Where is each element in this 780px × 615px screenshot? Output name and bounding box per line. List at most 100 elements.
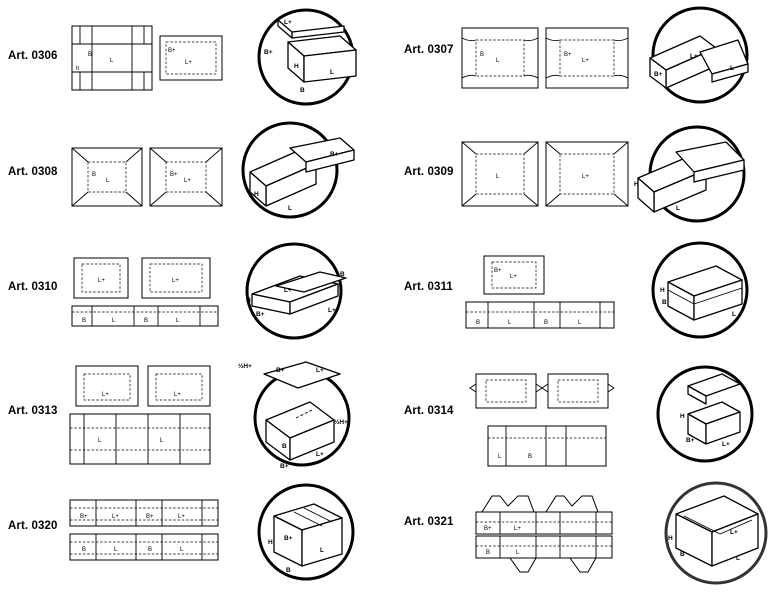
article-label-0307: Art. 0307 (404, 44, 454, 56)
assembled-box-0321: H B L+ L (668, 495, 759, 567)
dim-label: B+ (80, 514, 88, 520)
dim-label: B (148, 547, 152, 553)
dim-label: B (486, 550, 490, 556)
dim-label: L+ (514, 526, 521, 532)
article-label-0310: Art. 0310 (8, 281, 58, 293)
dim-label: H (660, 287, 665, 294)
dim-label: L (496, 174, 500, 180)
dim-label: L (578, 320, 582, 326)
dim-label: L (98, 438, 102, 444)
dim-label: B (286, 567, 291, 574)
die-cut-0310: L+ L+ B L B L (71, 257, 219, 327)
dim-label: L+ (178, 514, 185, 520)
assembled-box-0314: H B+ L+ (680, 373, 741, 448)
dim-label: B+ (168, 48, 176, 54)
dim-label: L+ (316, 451, 324, 458)
assembled-box-0311: H B L (660, 265, 743, 321)
dim-label: B (480, 52, 484, 58)
dim-label: H (680, 413, 685, 420)
dim-label: L (106, 178, 110, 184)
dim-label: L (508, 320, 512, 326)
dim-label: L+ (582, 58, 589, 64)
dim-label: L (330, 69, 334, 76)
dim-label: B (476, 320, 480, 326)
dim-label: L+ (174, 392, 181, 398)
dim-label: L (288, 205, 292, 212)
dim-label: h (76, 66, 79, 72)
dim-label: B+ (170, 172, 178, 178)
dim-label: B (82, 547, 86, 553)
dim-label: B+ (564, 52, 572, 58)
dim-label: ½H+ (238, 362, 252, 370)
dim-label: H (668, 535, 673, 542)
dim-label: L+ (582, 174, 589, 180)
dim-label: B (300, 87, 305, 94)
dim-label: B+ (494, 268, 502, 274)
dim-label: L+ (284, 19, 292, 26)
die-cut-0321: B+ L+ B L (475, 495, 613, 573)
dim-label: B (88, 52, 92, 58)
dim-label: B (82, 318, 86, 324)
dim-label: B+ (654, 71, 663, 78)
dim-label: B (528, 454, 532, 460)
dim-label: L+ (185, 60, 192, 66)
dim-label: L (160, 438, 164, 444)
dim-label: L (496, 58, 500, 64)
die-cut-0308: L B L+ B+ (71, 147, 223, 207)
dim-label: B (144, 318, 148, 324)
die-cut-0311: L+ B+ B L B L (465, 255, 615, 329)
assembled-box-0307: B+ L+ L (649, 35, 749, 89)
dim-label: B+ (280, 463, 289, 470)
dim-label: L+ (510, 274, 517, 280)
article-label-0306: Art. 0306 (8, 50, 58, 62)
assembled-box-0308: H L B+ (249, 137, 355, 212)
article-label-0314: Art. 0314 (404, 405, 454, 417)
dim-label: L (320, 547, 324, 554)
dim-label: L (112, 318, 116, 324)
dim-label: L+ (184, 178, 191, 184)
article-label-0311: Art. 0311 (404, 281, 453, 293)
dim-label: B+ (330, 151, 339, 158)
assembled-box-0306: B+ L+ H L B (264, 19, 357, 94)
dim-label: H (634, 181, 639, 188)
dim-label: L+ (690, 53, 698, 60)
dim-label: L (736, 555, 740, 562)
dim-label: B (282, 443, 287, 450)
dim-label: L+ (722, 441, 730, 448)
dim-label: L+ (98, 278, 105, 284)
dim-label: B+ (686, 437, 695, 444)
die-cut-0314: L B (469, 373, 615, 467)
dim-label: L (114, 547, 118, 553)
dim-label: B+ (484, 526, 492, 532)
dim-label: B (544, 320, 548, 326)
dim-label: B+ (146, 514, 154, 520)
dim-label: L (516, 550, 520, 556)
dim-label: L (676, 205, 680, 212)
dim-label: B (680, 551, 685, 558)
dim-label: B+ (256, 311, 265, 318)
dim-label: B (340, 271, 345, 278)
dim-label: H (268, 539, 273, 546)
dim-label: H (294, 63, 299, 70)
die-cut-0306: L B h L+ B+ (71, 25, 223, 91)
dim-label: B+ (264, 49, 273, 56)
assembled-box-0320: H B+ L B (268, 503, 343, 574)
dim-label: L+ (316, 367, 324, 374)
article-label-0309: Art. 0309 (404, 166, 454, 178)
dim-label: L (180, 547, 184, 553)
dim-label: B+ (276, 367, 285, 374)
dim-label: H (254, 191, 259, 198)
dim-label: B (92, 172, 96, 178)
dim-label: L+ (112, 514, 119, 520)
dim-label: L+ (102, 392, 109, 398)
dim-label: L+ (730, 529, 738, 536)
die-cut-0309: L L+ (461, 141, 629, 207)
die-cut-0307: L B L+ B+ (461, 27, 629, 89)
die-cut-0313: L+ L+ L L (69, 365, 211, 465)
article-label-0320: Art. 0320 (8, 520, 58, 532)
dim-label: ½H+ (334, 418, 348, 426)
assembled-box-0309: H L (634, 141, 745, 213)
dim-label: L (110, 58, 114, 64)
dim-label: L (730, 65, 734, 72)
dim-label: B+ (284, 535, 293, 542)
